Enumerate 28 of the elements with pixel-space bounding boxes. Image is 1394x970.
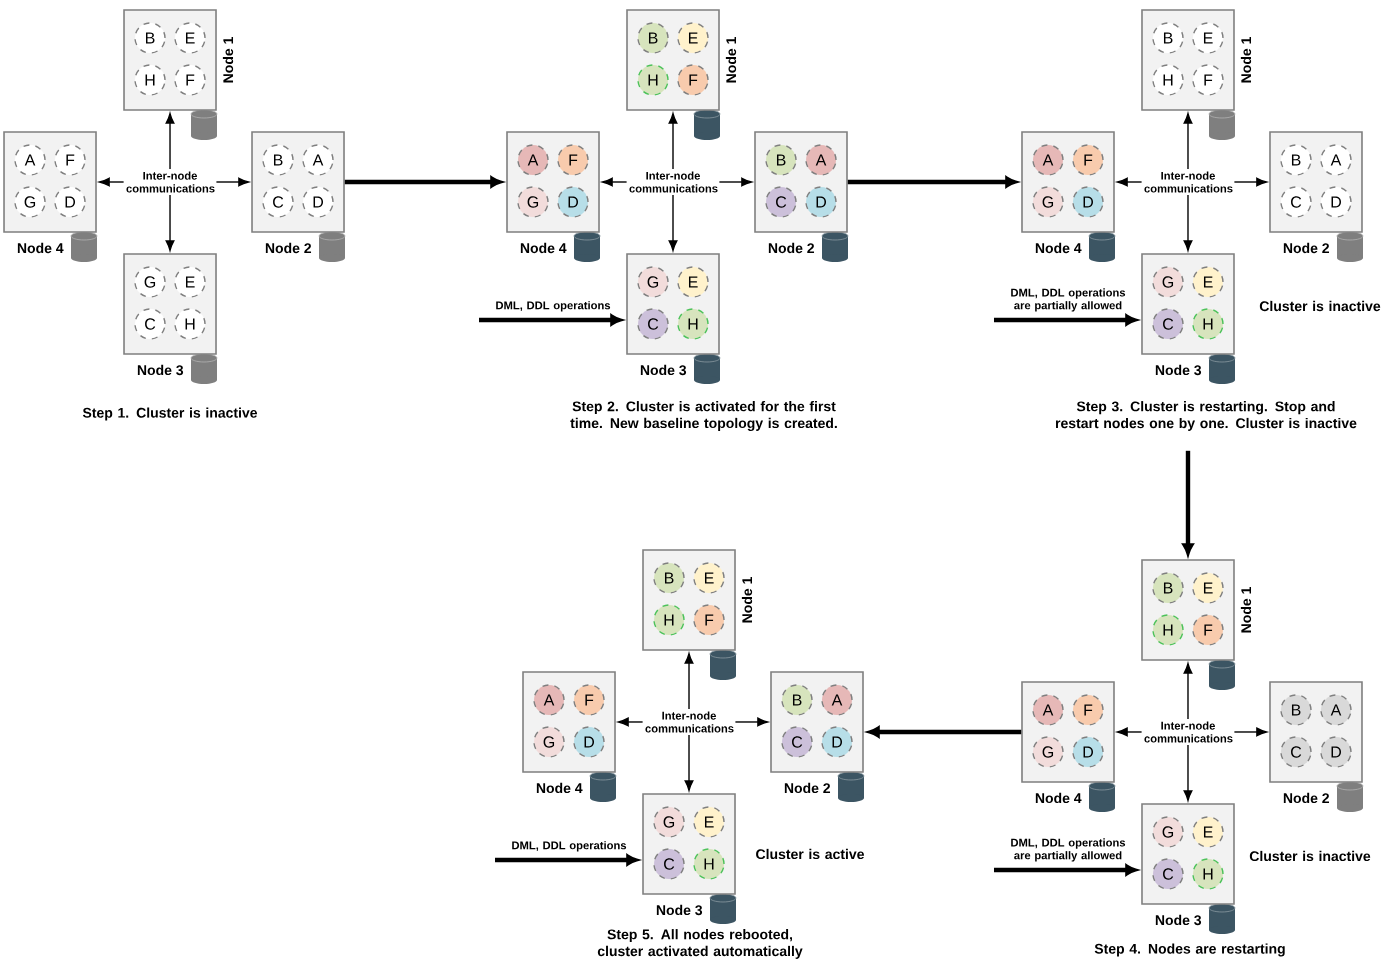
arrow	[867, 726, 1022, 738]
arrow	[994, 864, 1138, 876]
arrow	[344, 176, 503, 188]
arrow	[215, 177, 250, 187]
arrow	[684, 652, 694, 710]
arrow	[1116, 177, 1143, 187]
arrow	[734, 717, 769, 727]
arrow	[98, 177, 125, 187]
arrow	[684, 734, 694, 792]
arrow	[601, 177, 628, 187]
arrow	[495, 854, 639, 866]
arrow	[668, 112, 678, 170]
arrow	[1233, 727, 1268, 737]
arrow	[1182, 450, 1194, 556]
arrow	[165, 112, 175, 170]
arrow	[718, 177, 753, 187]
arrow	[1183, 662, 1193, 720]
arrow	[165, 194, 175, 252]
arrow	[994, 314, 1138, 326]
arrow	[1183, 112, 1193, 170]
arrow	[847, 176, 1018, 188]
arrow	[617, 717, 644, 727]
arrow	[668, 194, 678, 252]
arrow	[1183, 744, 1193, 802]
arrow	[1233, 177, 1268, 187]
arrow	[1116, 727, 1143, 737]
arrow	[1183, 194, 1193, 252]
arrow	[479, 314, 623, 326]
